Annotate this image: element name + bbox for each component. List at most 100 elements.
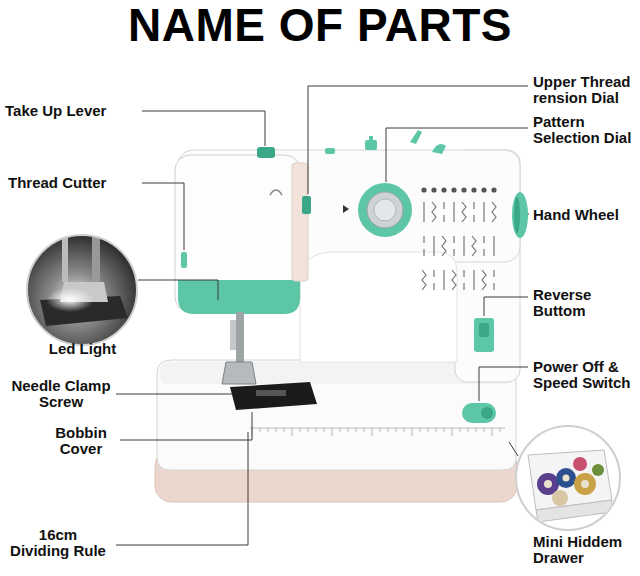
leader-lines-part bbox=[116, 432, 248, 545]
machine-body-part-part bbox=[433, 236, 434, 256]
drawer-closeup-part-part bbox=[536, 500, 612, 522]
part-label: Bobbin Cover bbox=[45, 425, 117, 457]
machine-body-part bbox=[325, 148, 335, 154]
machine-body-part bbox=[432, 144, 446, 154]
machine-body-part-part bbox=[463, 236, 464, 256]
machine-body-part-part bbox=[442, 236, 446, 256]
machine-body-part bbox=[292, 163, 308, 281]
drawer-closeup-part-part bbox=[556, 468, 576, 488]
leader-lines bbox=[116, 86, 529, 545]
machine-body-part-part bbox=[493, 270, 494, 290]
machine-body-part bbox=[300, 252, 457, 362]
machine-body-part-part bbox=[452, 270, 456, 290]
machine-body-part-part bbox=[260, 428, 261, 432]
machine-body-part bbox=[257, 147, 275, 158]
machine-body-part-part bbox=[461, 187, 466, 192]
machine-body-part-part bbox=[422, 270, 426, 290]
machine-body-part-part bbox=[372, 428, 373, 436]
machine-body-part-part bbox=[436, 428, 437, 432]
machine-body-part-part bbox=[463, 270, 464, 290]
machine-body-part bbox=[250, 428, 505, 429]
machine-body-part bbox=[474, 318, 494, 352]
machine-body-part-part bbox=[500, 428, 501, 432]
machine-body-part-part bbox=[444, 428, 445, 432]
machine-body-part-part bbox=[404, 428, 405, 432]
machine-body-part bbox=[252, 428, 500, 436]
machine-body-part-part bbox=[332, 428, 333, 436]
drawer-closeup-part-part bbox=[552, 490, 568, 506]
machine-body-part-part bbox=[420, 428, 421, 432]
drawer-closeup-part-part bbox=[544, 480, 552, 488]
led-closeup-part-part bbox=[92, 232, 100, 287]
led-closeup-part-part bbox=[62, 232, 68, 282]
machine-body-part-part bbox=[388, 428, 389, 432]
machine-body-part bbox=[270, 190, 282, 195]
machine-body-part-part bbox=[483, 236, 484, 256]
leader-lines-part bbox=[142, 183, 184, 250]
page-title: NAME OF PARTS bbox=[0, 2, 640, 48]
machine-body-part-part bbox=[443, 202, 444, 222]
machine-body-part bbox=[302, 196, 311, 214]
machine-body-part-part bbox=[292, 428, 293, 436]
drawer-closeup-part-part bbox=[563, 475, 570, 482]
machine-body-part-part bbox=[423, 202, 424, 222]
machine-body-part bbox=[374, 199, 396, 221]
machine-body-part-part bbox=[452, 428, 453, 436]
part-label: Thread Cutter bbox=[8, 175, 140, 191]
machine-body-part-part bbox=[340, 428, 341, 432]
machine-body-part-part bbox=[462, 202, 466, 222]
leader-lines-part bbox=[116, 394, 232, 395]
part-label: Hand Wheel bbox=[533, 207, 637, 223]
drawer-closeup-part-part bbox=[573, 457, 587, 471]
machine-body-part bbox=[178, 280, 300, 314]
leader-lines-part bbox=[386, 128, 528, 182]
machine-body-part-part bbox=[492, 428, 493, 436]
machine-body-part bbox=[367, 192, 403, 228]
machine-body-part bbox=[181, 252, 187, 268]
machine-body-part-part bbox=[453, 202, 454, 222]
leader-lines-part bbox=[509, 442, 518, 456]
drawer-closeup-part-part bbox=[592, 464, 604, 476]
machine-body-part-part bbox=[380, 428, 381, 432]
machine-body-part-part bbox=[484, 428, 485, 432]
led-closeup bbox=[20, 230, 145, 355]
leader-lines-part bbox=[484, 297, 528, 316]
part-label: Needle Clamp Screw bbox=[10, 378, 112, 410]
part-label: Take Up Lever bbox=[5, 103, 137, 119]
leader-lines-part bbox=[120, 412, 252, 440]
machine-body-part-part bbox=[472, 236, 476, 256]
machine-body-part-part bbox=[316, 428, 317, 432]
machine-body-part bbox=[230, 320, 236, 350]
drawer-closeup-part-part bbox=[528, 450, 612, 510]
machine-body-part-part bbox=[483, 202, 484, 222]
machine-body-part bbox=[479, 323, 489, 337]
machine-body-part bbox=[462, 403, 496, 423]
machine-body-part-part bbox=[468, 428, 469, 432]
machine-body-part-part bbox=[482, 270, 486, 290]
drawer-closeup-part bbox=[528, 450, 612, 522]
machine-body-part-part bbox=[492, 202, 496, 222]
machine-body bbox=[155, 130, 528, 502]
machine-body-part bbox=[358, 183, 412, 237]
drawer-closeup-part-part bbox=[574, 473, 596, 495]
part-label: 16cm Dividing Rule bbox=[9, 527, 107, 559]
part-label: Led Light bbox=[30, 341, 135, 357]
machine-body-part bbox=[481, 407, 493, 419]
led-closeup-part-part bbox=[20, 230, 145, 355]
machine-body-part-part bbox=[308, 428, 309, 432]
part-label: Reverse Buttom bbox=[533, 287, 637, 319]
machine-body-part bbox=[421, 187, 496, 290]
machine-body-part-part bbox=[324, 428, 325, 432]
machine-body-part-part bbox=[423, 236, 424, 256]
machine-body-part bbox=[512, 192, 528, 238]
leader-lines-part bbox=[479, 367, 528, 401]
part-label: Upper Thread rension Dial bbox=[533, 74, 637, 106]
machine-body-part-part bbox=[431, 187, 436, 192]
machine-body-part-part bbox=[432, 202, 436, 222]
machine-body-part-part bbox=[451, 187, 456, 192]
machine-body-part-part bbox=[300, 428, 301, 432]
machine-body-part bbox=[222, 362, 256, 384]
machine-body-part bbox=[369, 136, 373, 142]
machine-body-part-part bbox=[460, 428, 461, 432]
machine-body-part-part bbox=[493, 236, 494, 256]
